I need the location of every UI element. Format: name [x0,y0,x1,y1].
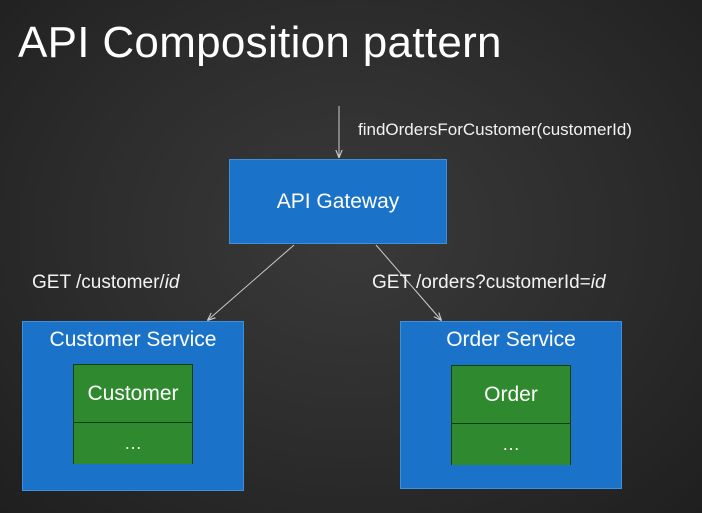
slide-title: API Composition pattern [18,18,502,67]
orders-call-param: id [590,272,606,293]
customer-call-arrow [208,244,295,320]
customer-entity: Customer … [73,364,193,464]
orders-call-label: GET /orders?customerId=id [372,272,606,294]
customer-call-prefix: GET /customer/ [32,272,165,293]
order-service-box: Order Service Order … [400,321,622,489]
customer-service-title: Customer Service [49,328,217,351]
customer-call-label: GET /customer/id [32,272,179,294]
api-gateway-label: API Gateway [276,189,400,213]
order-service-title: Order Service [446,328,576,351]
order-entity-more: … [452,424,570,465]
api-gateway-box: API Gateway [229,159,447,244]
customer-service-box: Customer Service Customer … [22,321,244,491]
orders-call-arrow [375,244,441,320]
customer-entity-name: Customer [74,365,192,423]
order-entity: Order … [451,365,571,465]
orders-call-prefix: GET /orders?customerId= [372,272,591,293]
order-entity-name: Order [452,366,570,424]
customer-call-param: id [164,272,180,293]
customer-entity-more: … [74,423,192,464]
request-label: findOrdersForCustomer(customerId) [358,120,632,139]
